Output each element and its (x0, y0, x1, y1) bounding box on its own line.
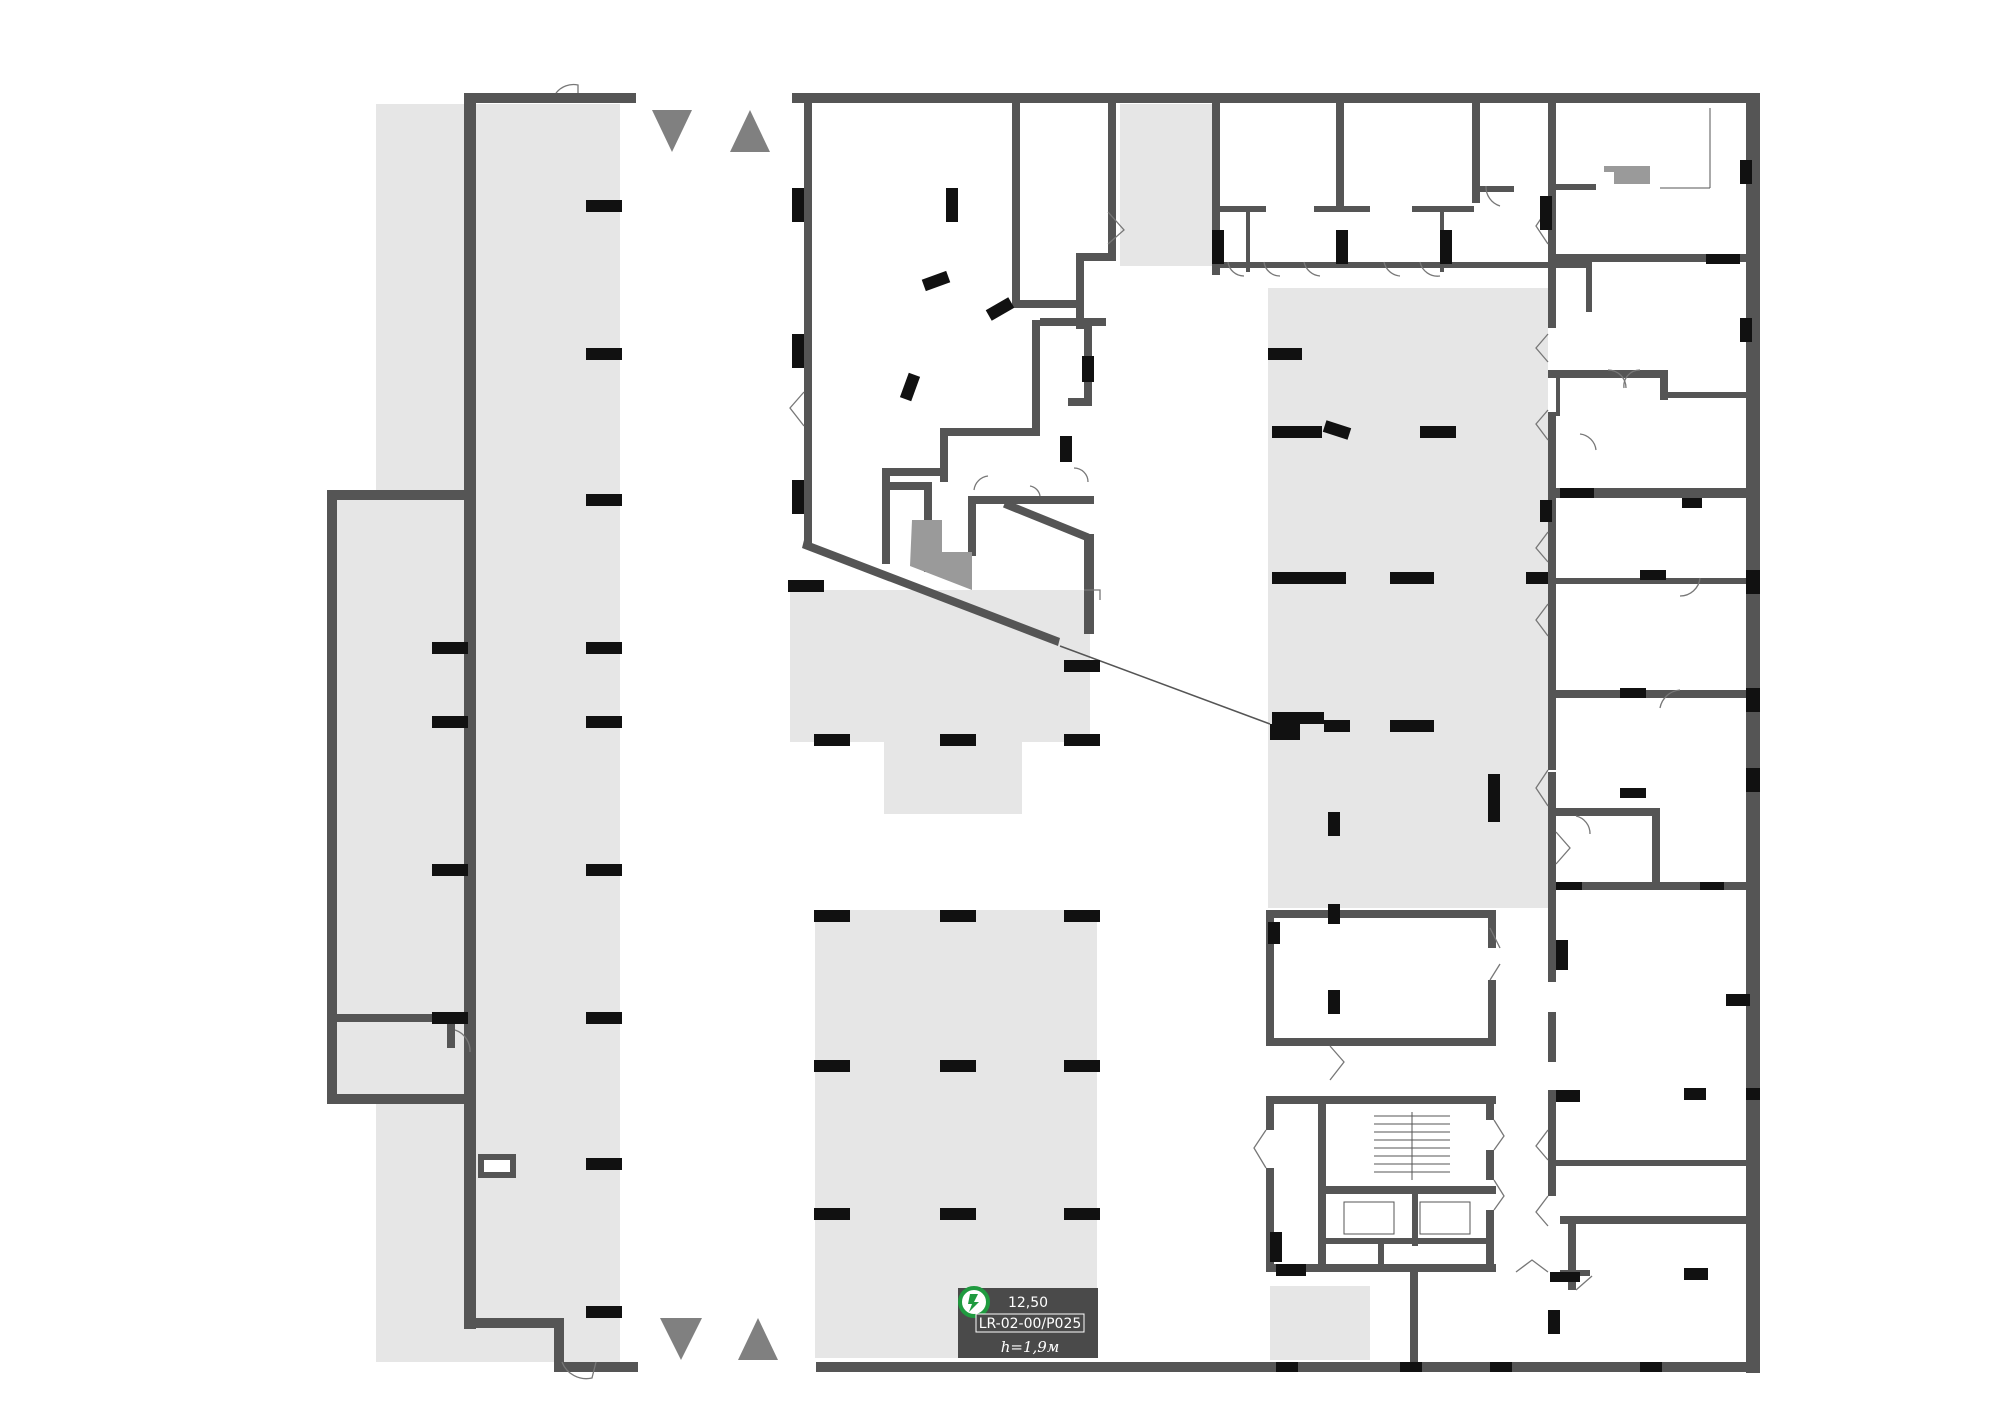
parking-zone-right (1268, 288, 1548, 908)
parking-space-badge[interactable]: 12,50 LR-02-00/P025 h=1,9м (958, 1286, 1098, 1358)
walls (327, 93, 1760, 1373)
parking-zone-lower-center (815, 910, 1097, 1358)
arrow-down-top-icon (652, 110, 692, 152)
arrow-down-bottom-icon (660, 1318, 702, 1360)
parking-zones (334, 104, 1548, 1362)
traffic-arrows (652, 110, 778, 1360)
columns (432, 160, 1760, 1372)
parking-space-id: LR-02-00/P025 (979, 1316, 1082, 1332)
parking-zone-upper-center-ext (884, 742, 1022, 814)
stairs (910, 108, 1711, 1235)
parking-space-height: h=1,9м (1001, 1338, 1060, 1356)
arrow-up-top-icon (730, 110, 770, 152)
parking-zone-upper-center (790, 590, 1090, 742)
parking-zone-left-wing (334, 494, 394, 1094)
parking-zone-left-main (376, 104, 620, 1362)
parking-space-area: 12,50 (1008, 1295, 1048, 1311)
diagonal-boundary-line (1059, 645, 1271, 725)
parking-zone-bottom-right (1270, 1286, 1370, 1360)
doors (454, 83, 1701, 1380)
parking-zone-top-corridor (1120, 104, 1216, 266)
arrow-up-bottom-icon (738, 1318, 778, 1360)
